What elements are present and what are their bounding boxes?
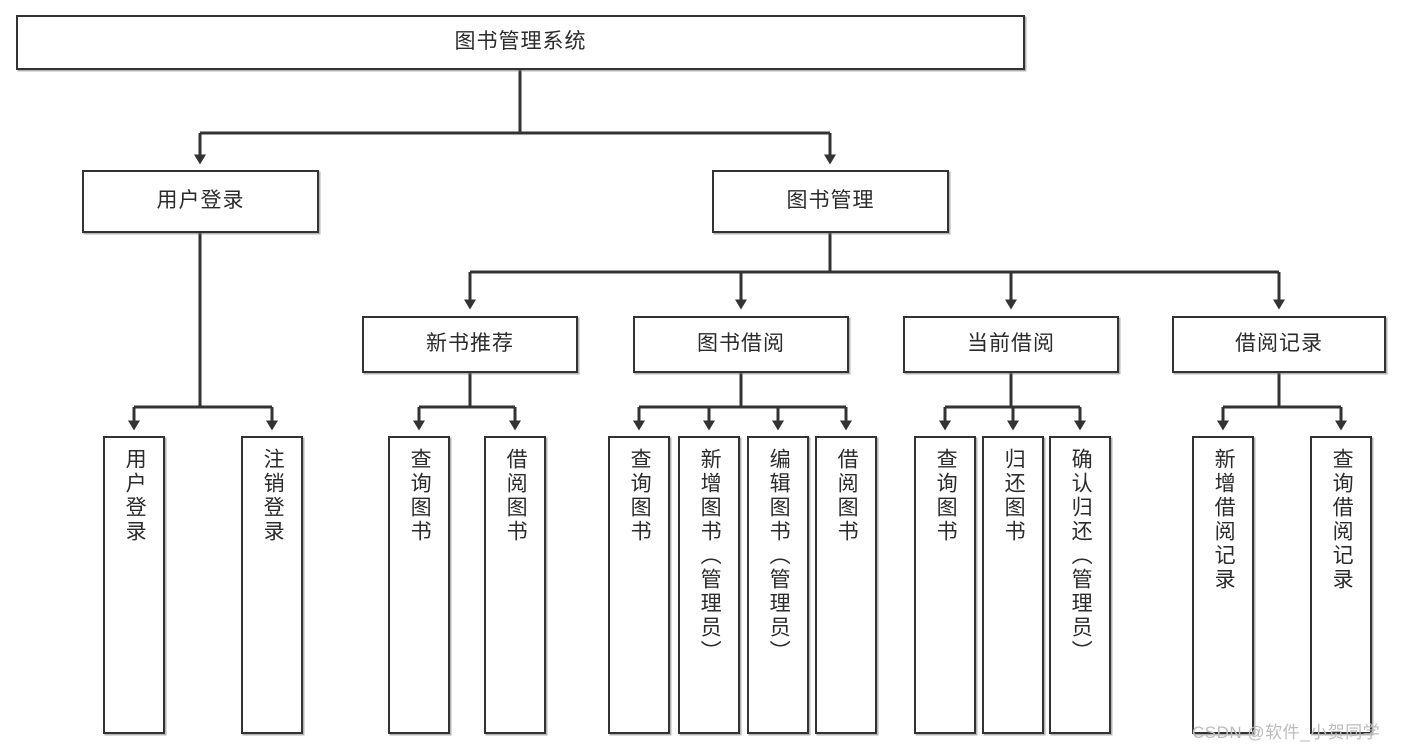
node-book-manage[interactable]: 图书管理	[712, 170, 949, 233]
node-root[interactable]: 图书管理系统	[16, 15, 1025, 70]
node-leaf-user-login-label: 用户登录	[123, 448, 147, 544]
node-book-borrow[interactable]: 图书借阅	[633, 316, 849, 373]
node-leaf-borrow-book-1-label: 借阅图书	[504, 448, 528, 544]
node-leaf-user-login[interactable]: 用户登录	[103, 436, 165, 734]
node-leaf-query-book-3[interactable]: 查询图书	[914, 436, 976, 734]
node-user-login[interactable]: 用户登录	[82, 170, 319, 233]
node-leaf-query-borrow-record-label: 查询借阅记录	[1330, 448, 1354, 592]
node-leaf-borrow-book-2-label: 借阅图书	[835, 448, 859, 544]
node-leaf-logout[interactable]: 注销登录	[241, 436, 303, 734]
node-current-borrow-label: 当前借阅	[967, 332, 1055, 356]
node-leaf-add-borrow-record[interactable]: 新增借阅记录	[1192, 436, 1254, 734]
node-user-login-label: 用户登录	[156, 189, 245, 213]
node-leaf-query-book-1[interactable]: 查询图书	[388, 436, 450, 734]
node-leaf-edit-book-admin[interactable]: 编辑图书（管理员）	[747, 436, 809, 734]
node-book-manage-label: 图书管理	[786, 189, 875, 213]
node-leaf-return-book[interactable]: 归还图书	[982, 436, 1044, 734]
node-current-borrow[interactable]: 当前借阅	[903, 316, 1119, 373]
node-leaf-query-book-3-label: 查询图书	[934, 448, 958, 544]
node-leaf-edit-book-admin-label: 编辑图书（管理员）	[767, 448, 791, 664]
node-leaf-query-book-1-label: 查询图书	[408, 448, 432, 544]
node-book-borrow-label: 图书借阅	[697, 332, 785, 356]
node-leaf-borrow-book-2[interactable]: 借阅图书	[815, 436, 877, 734]
node-leaf-confirm-return-admin-label: 确认归还（管理员）	[1069, 448, 1093, 664]
node-borrow-record-label: 借阅记录	[1235, 332, 1323, 356]
node-leaf-return-book-label: 归还图书	[1002, 448, 1026, 544]
node-leaf-query-book-2[interactable]: 查询图书	[608, 436, 670, 734]
node-leaf-confirm-return-admin[interactable]: 确认归还（管理员）	[1049, 436, 1111, 734]
node-leaf-logout-label: 注销登录	[261, 448, 285, 544]
node-leaf-add-book-admin-label: 新增图书（管理员）	[698, 448, 722, 664]
csdn-watermark: CSDN @软件_小贺同学	[1192, 723, 1381, 742]
node-leaf-query-book-2-label: 查询图书	[628, 448, 652, 544]
node-borrow-record[interactable]: 借阅记录	[1172, 316, 1386, 373]
node-root-label: 图书管理系统	[454, 30, 587, 54]
node-new-book-rec[interactable]: 新书推荐	[362, 316, 578, 373]
node-leaf-query-borrow-record[interactable]: 查询借阅记录	[1310, 436, 1372, 734]
node-leaf-add-book-admin[interactable]: 新增图书（管理员）	[678, 436, 740, 734]
node-leaf-add-borrow-record-label: 新增借阅记录	[1212, 448, 1236, 592]
node-leaf-borrow-book-1[interactable]: 借阅图书	[484, 436, 546, 734]
node-new-book-rec-label: 新书推荐	[426, 332, 514, 356]
